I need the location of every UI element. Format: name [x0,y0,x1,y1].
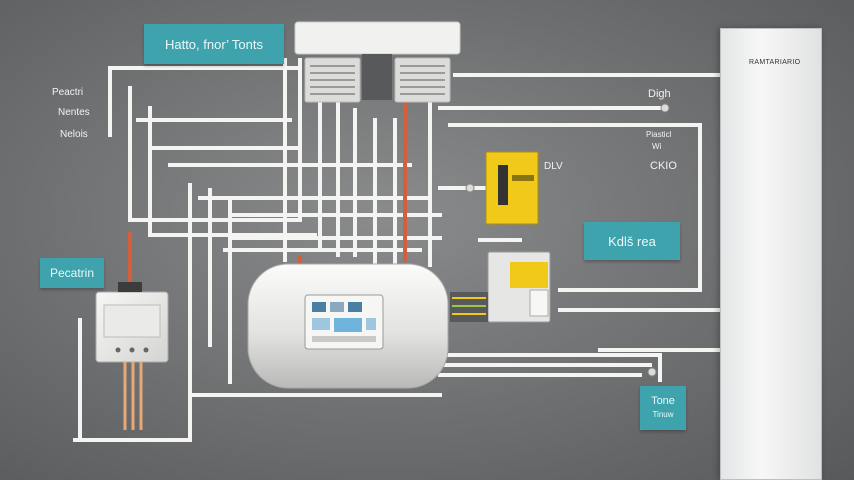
left-tag: Pecatrin [40,258,104,288]
bottom-right-tag-line-1: Tone [651,395,675,407]
right-top-value: Digh [648,88,671,100]
yellow-controller [485,151,539,225]
right-note-1: Piasticl [646,130,672,139]
valve-module [450,251,551,323]
side-panel: RAMTARIARIO [720,28,822,480]
water-tank [247,263,449,389]
right-note-2: Wi [652,142,662,151]
left-note-line-3: Nelois [60,129,88,140]
left-note-line-1: Peactri [52,87,84,98]
left-note-line-2: Nentes [58,107,90,118]
controller-label: DLV [544,161,563,172]
bottom-right-tag: Tone Tinuw [640,386,686,430]
side-panel-title: RAMTARIARIO [749,59,801,66]
right-note-3: CKIO [650,160,677,172]
bottom-right-tag-line-2: Tinuw [652,410,674,419]
cold-pipes [73,58,722,442]
right-tag: Kdlš rea [584,222,680,260]
top-hvac-unit [294,21,461,103]
left-control-box [95,282,169,430]
top-tag: Hatto, fnor’ Tonts [144,24,284,64]
